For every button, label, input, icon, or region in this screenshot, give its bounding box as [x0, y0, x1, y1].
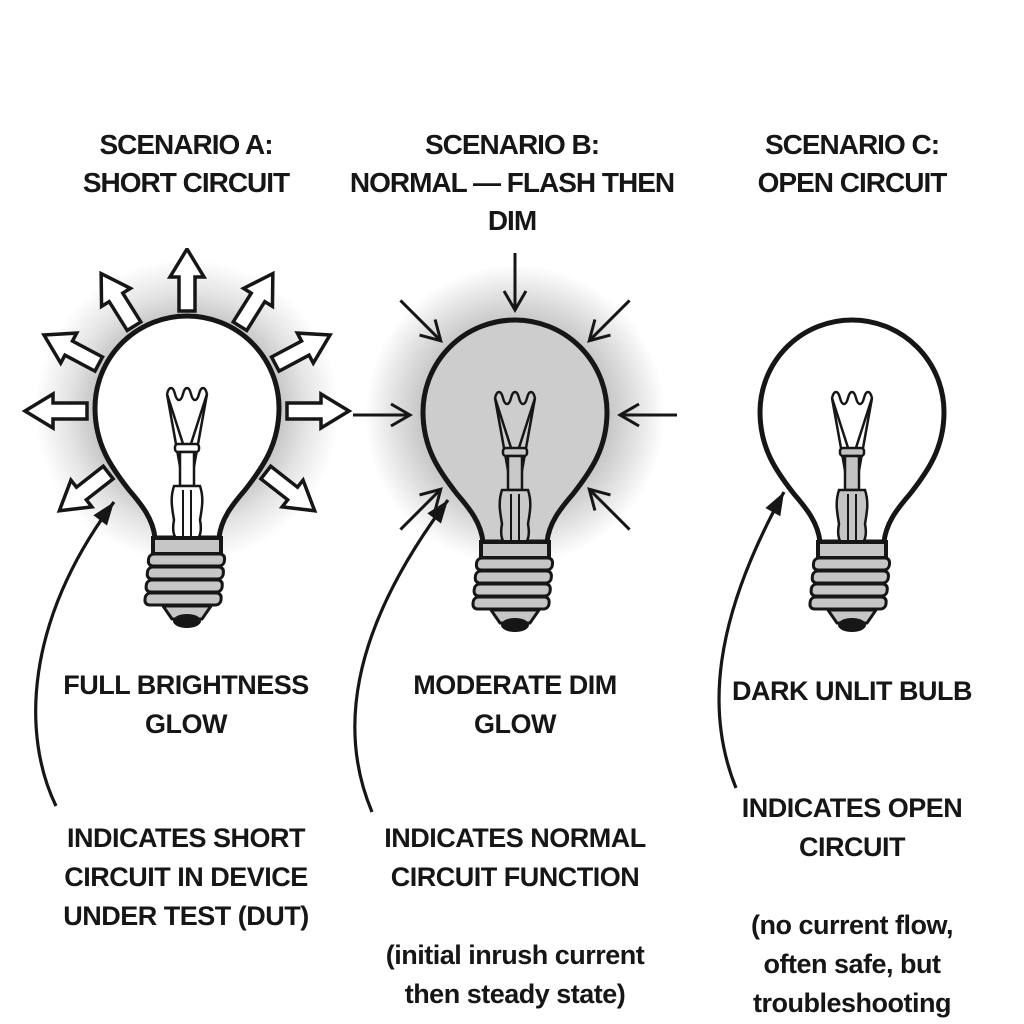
glow-caption-a: FULL BRIGHTNESS GLOW — [63, 670, 309, 739]
bulb-graphic — [760, 320, 944, 632]
glow-caption-c: DARK UNLIT BULB — [732, 676, 972, 706]
meaning-caption-b: INDICATES NORMAL CIRCUIT FUNCTION (initi… — [345, 780, 685, 1024]
scenario-c-title: SCENARIO C: OPEN CIRCUIT — [757, 129, 948, 198]
meaning-caption-c: INDICATES OPEN CIRCUIT (no current flow,… — [682, 750, 1022, 1024]
meaning-note-c: (no current flow, often safe, but troubl… — [751, 910, 954, 1018]
meaning-note-b: (initial inrush current then steady stat… — [385, 940, 645, 1009]
light-bulb-bright-icon — [23, 248, 351, 648]
bulb-graphic — [423, 320, 607, 632]
scenario-a-title: SCENARIO A: SHORT CIRCUIT — [82, 129, 290, 198]
light-bulb-dim-icon — [351, 252, 679, 652]
light-bulb-unlit-icon — [682, 252, 1022, 652]
glow-caption-b: MODERATE DIM GLOW — [413, 670, 617, 739]
scenario-b-title: SCENARIO B: NORMAL — FLASH THEN DIM — [349, 129, 675, 236]
meaning-text-c: INDICATES OPEN CIRCUIT — [741, 793, 963, 862]
meaning-text-a: INDICATES SHORT CIRCUIT IN DEVICE UNDER … — [63, 823, 309, 931]
meaning-text-b: INDICATES NORMAL CIRCUIT FUNCTION — [384, 823, 646, 892]
bulb-graphic — [95, 316, 279, 628]
meaning-caption-a: INDICATES SHORT CIRCUIT IN DEVICE UNDER … — [16, 780, 356, 1014]
